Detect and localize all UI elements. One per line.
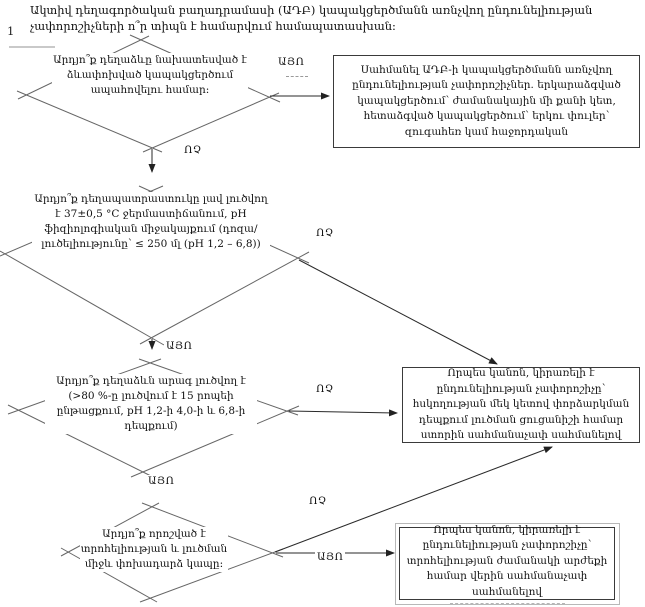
decision-highly-soluble: Արդյո՞ք դեղապատրաստուկը լավ լուծվող է 37… [32,192,270,252]
flow-arrows [148,92,553,557]
branch-label-no-3: ՈՉ [314,383,336,395]
selection-dash-artifact [449,603,565,605]
branch-label-no-1: ՈՉ [182,144,204,156]
outcome-disintegration-outer-frame [395,523,620,605]
branch-label-yes-1: ԱՅՈ [276,56,307,68]
outcome-single-point-dissolution: Որպես կանոն, կիրառելի է ընդունելիության … [402,367,640,443]
list-number-marker: 1 [7,24,15,38]
branch-label-no-2: ՈՉ [314,227,336,239]
branch-label-no-4: ՈՉ [307,495,329,507]
outcome-modified-release-criteria-text: Սահմանել ԱԴԲ-ի կապակցերծմանն առնչվող ընդ… [352,63,621,138]
decision-disintegration-relationship: Արդյո՞ք որոշված է տրոհելիության և լուծմա… [80,527,228,572]
outcome-disintegration-criteria-text: Որպես կանոն, կիրառելի է ընդունելիության … [406,523,608,598]
diamond-edges [0,34,310,603]
list-marker-underline-artifact [9,46,55,48]
yes-label-dash-artifact [286,76,308,77]
outcome-single-point-dissolution-text: Որպես կանոն, կիրառելի է ընդունելիության … [412,367,630,442]
outcome-disintegration-criteria: Որպես կանոն, կիրառելի է ընդունելիության … [399,524,615,605]
branch-label-yes-4: ԱՅՈ [315,551,346,563]
branch-label-yes-3: ԱՅՈ [146,475,177,487]
decision-rapidly-dissolving: Արդյո՞ք դեղաձևն արագ լուծվող է (>80 %-ը … [45,374,257,434]
branch-label-yes-2: ԱՅՈ [164,340,195,352]
outcome-modified-release-criteria: Սահմանել ԱԴԲ-ի կապակցերծմանն առնչվող ընդ… [333,55,640,148]
page-title: Ակտիվ դեղագործական բաղադրամասի (ԱԴԲ) կապ… [30,3,643,34]
decision-modified-release: Արդյո՞ք դեղաձևը նախատեսված է ձևափոխված կ… [52,53,248,98]
